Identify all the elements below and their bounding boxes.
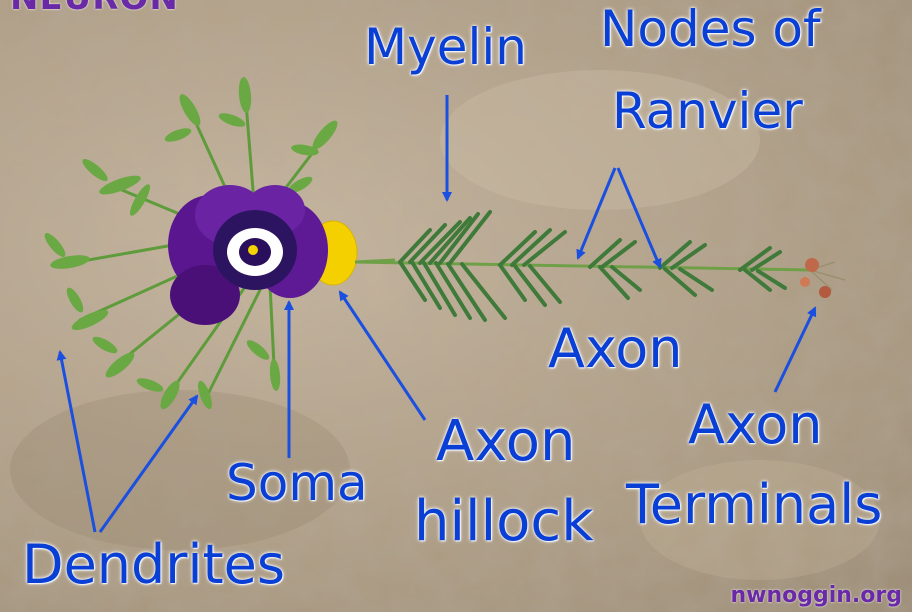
label-nodes-of-ranvier-line1: Nodes of bbox=[600, 4, 821, 54]
label-axon-terminals-line2: Terminals bbox=[626, 478, 882, 532]
label-soma: Soma bbox=[226, 458, 368, 508]
diagram-title: NEURON bbox=[10, 0, 179, 18]
label-nodes-of-ranvier-line2: Ranvier bbox=[612, 86, 803, 136]
label-myelin: Myelin bbox=[364, 22, 527, 72]
label-axon-hillock-line2: hillock bbox=[414, 494, 594, 550]
credit-text: nwnoggin.org bbox=[730, 583, 902, 608]
label-dendrites: Dendrites bbox=[22, 538, 285, 592]
label-axon-hillock-line1: Axon bbox=[436, 414, 575, 470]
label-axon: Axon bbox=[548, 322, 683, 376]
label-axon-terminals-line1: Axon bbox=[688, 398, 823, 452]
